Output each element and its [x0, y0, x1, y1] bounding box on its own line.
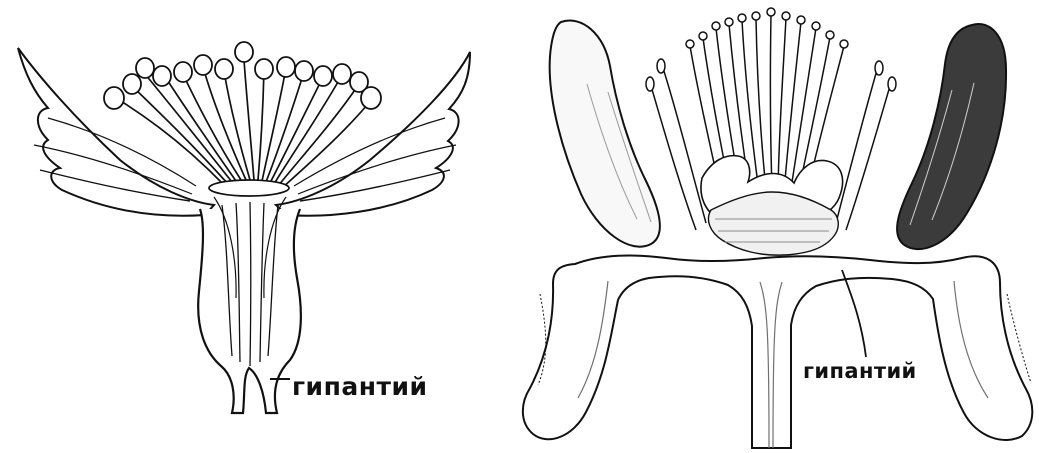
- left-flower-drawing: [0, 0, 520, 453]
- right-label-leader-line: [842, 270, 866, 357]
- left-hypanthium-label: гипантий: [292, 374, 428, 399]
- right-flower-section: гипантий: [520, 0, 1039, 453]
- right-hypanthium: [523, 256, 1032, 448]
- right-hypanthium-label: гипантий: [803, 361, 917, 382]
- right-flower-drawing: [520, 0, 1039, 453]
- left-flower-section: гипантий: [0, 0, 520, 453]
